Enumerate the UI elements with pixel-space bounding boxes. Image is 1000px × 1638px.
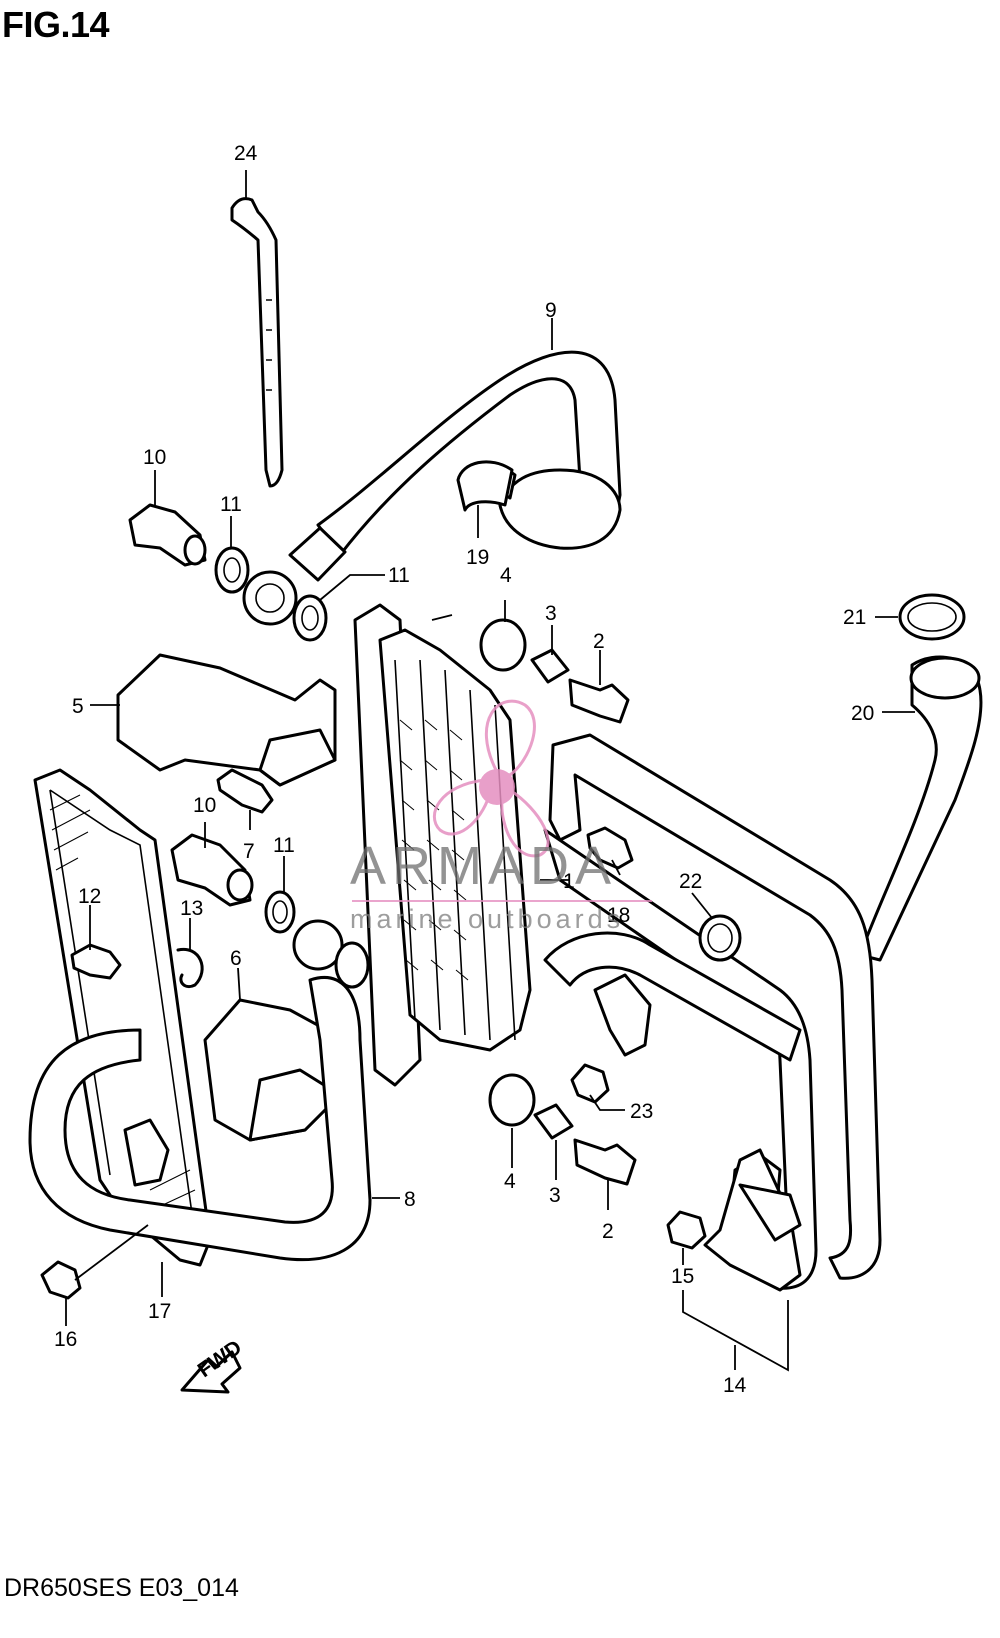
part-washer-c bbox=[264, 890, 296, 934]
callout-2-lower: 2 bbox=[602, 1220, 614, 1243]
callout-17: 17 bbox=[148, 1300, 171, 1323]
callout-23: 23 bbox=[630, 1100, 653, 1123]
callout-13: 13 bbox=[180, 897, 203, 920]
callout-18: 18 bbox=[607, 904, 630, 927]
fwd-arrow-icon: FWD bbox=[180, 1336, 246, 1394]
part-hose-fitting bbox=[242, 570, 298, 626]
callout-10-upper: 10 bbox=[143, 446, 166, 469]
part-union-bolt-upper bbox=[128, 503, 207, 567]
part-bolt-18 bbox=[586, 826, 634, 870]
callout-20: 20 bbox=[851, 702, 874, 725]
watermark-tagline: marine outboards bbox=[350, 904, 625, 934]
part-collar-upper bbox=[530, 648, 570, 684]
figure-title: FIG.14 bbox=[2, 4, 110, 45]
part-washer-d bbox=[334, 941, 370, 989]
callout-6: 6 bbox=[230, 947, 242, 970]
part-washer-a bbox=[214, 546, 250, 594]
callout-4-upper: 4 bbox=[500, 564, 512, 587]
part-bolt-16 bbox=[40, 1260, 82, 1300]
callout-24: 24 bbox=[234, 142, 258, 165]
callout-11-b: 11 bbox=[388, 564, 410, 587]
part-bolt-23 bbox=[570, 1063, 610, 1104]
watermark-brand: ARMADA bbox=[350, 836, 618, 896]
part-oil-cooler bbox=[353, 603, 532, 1087]
callout-labels: 24 9 10 11 11 19 4 3 2 21 20 5 10 7 11 1… bbox=[54, 142, 874, 1397]
part-hose-fitting-lower bbox=[292, 919, 344, 971]
callout-1: 1 bbox=[563, 870, 575, 893]
callout-11-c: 11 bbox=[273, 834, 295, 857]
part-cable-tie bbox=[230, 197, 284, 488]
part-grommet-lower bbox=[488, 1073, 536, 1127]
callout-9: 9 bbox=[545, 299, 557, 322]
part-collar-lower bbox=[533, 1103, 574, 1140]
part-upper-hose bbox=[288, 350, 622, 582]
part-nut-15 bbox=[666, 1210, 707, 1250]
callout-14: 14 bbox=[723, 1374, 747, 1397]
callout-10-lower: 10 bbox=[193, 794, 216, 817]
part-o-ring bbox=[898, 593, 966, 641]
watermark-divider bbox=[352, 900, 652, 902]
callout-8: 8 bbox=[404, 1188, 416, 1211]
callout-12: 12 bbox=[78, 885, 101, 908]
callout-15: 15 bbox=[671, 1265, 694, 1288]
callout-4-lower: 4 bbox=[504, 1170, 516, 1193]
part-washer-b bbox=[292, 594, 328, 642]
callout-5: 5 bbox=[72, 695, 84, 718]
callout-7: 7 bbox=[243, 840, 255, 863]
callout-11-a: 11 bbox=[220, 493, 242, 516]
part-outlet-hose bbox=[858, 655, 983, 962]
leader-lines bbox=[65, 170, 915, 1372]
callout-3-lower: 3 bbox=[549, 1184, 561, 1207]
part-bolt-upper bbox=[568, 678, 630, 724]
callout-16: 16 bbox=[54, 1328, 77, 1351]
part-frame bbox=[543, 733, 882, 1292]
propeller-logo-icon bbox=[432, 699, 550, 858]
part-grommet-upper bbox=[479, 618, 527, 672]
callout-3-upper: 3 bbox=[545, 602, 557, 625]
part-bolt-7 bbox=[216, 768, 274, 814]
part-bolt-12 bbox=[70, 943, 122, 980]
part-lower-hose bbox=[28, 976, 372, 1262]
document-code: DR650SES E03_014 bbox=[4, 1574, 239, 1602]
callout-22: 22 bbox=[679, 870, 702, 893]
callout-19: 19 bbox=[466, 546, 489, 569]
callout-2-upper: 2 bbox=[593, 630, 605, 653]
callout-21: 21 bbox=[843, 606, 866, 629]
part-hose-clamp bbox=[456, 460, 514, 512]
part-bolt-lower bbox=[573, 1138, 637, 1186]
part-clip-13 bbox=[176, 947, 204, 989]
part-washer-22 bbox=[698, 914, 742, 962]
